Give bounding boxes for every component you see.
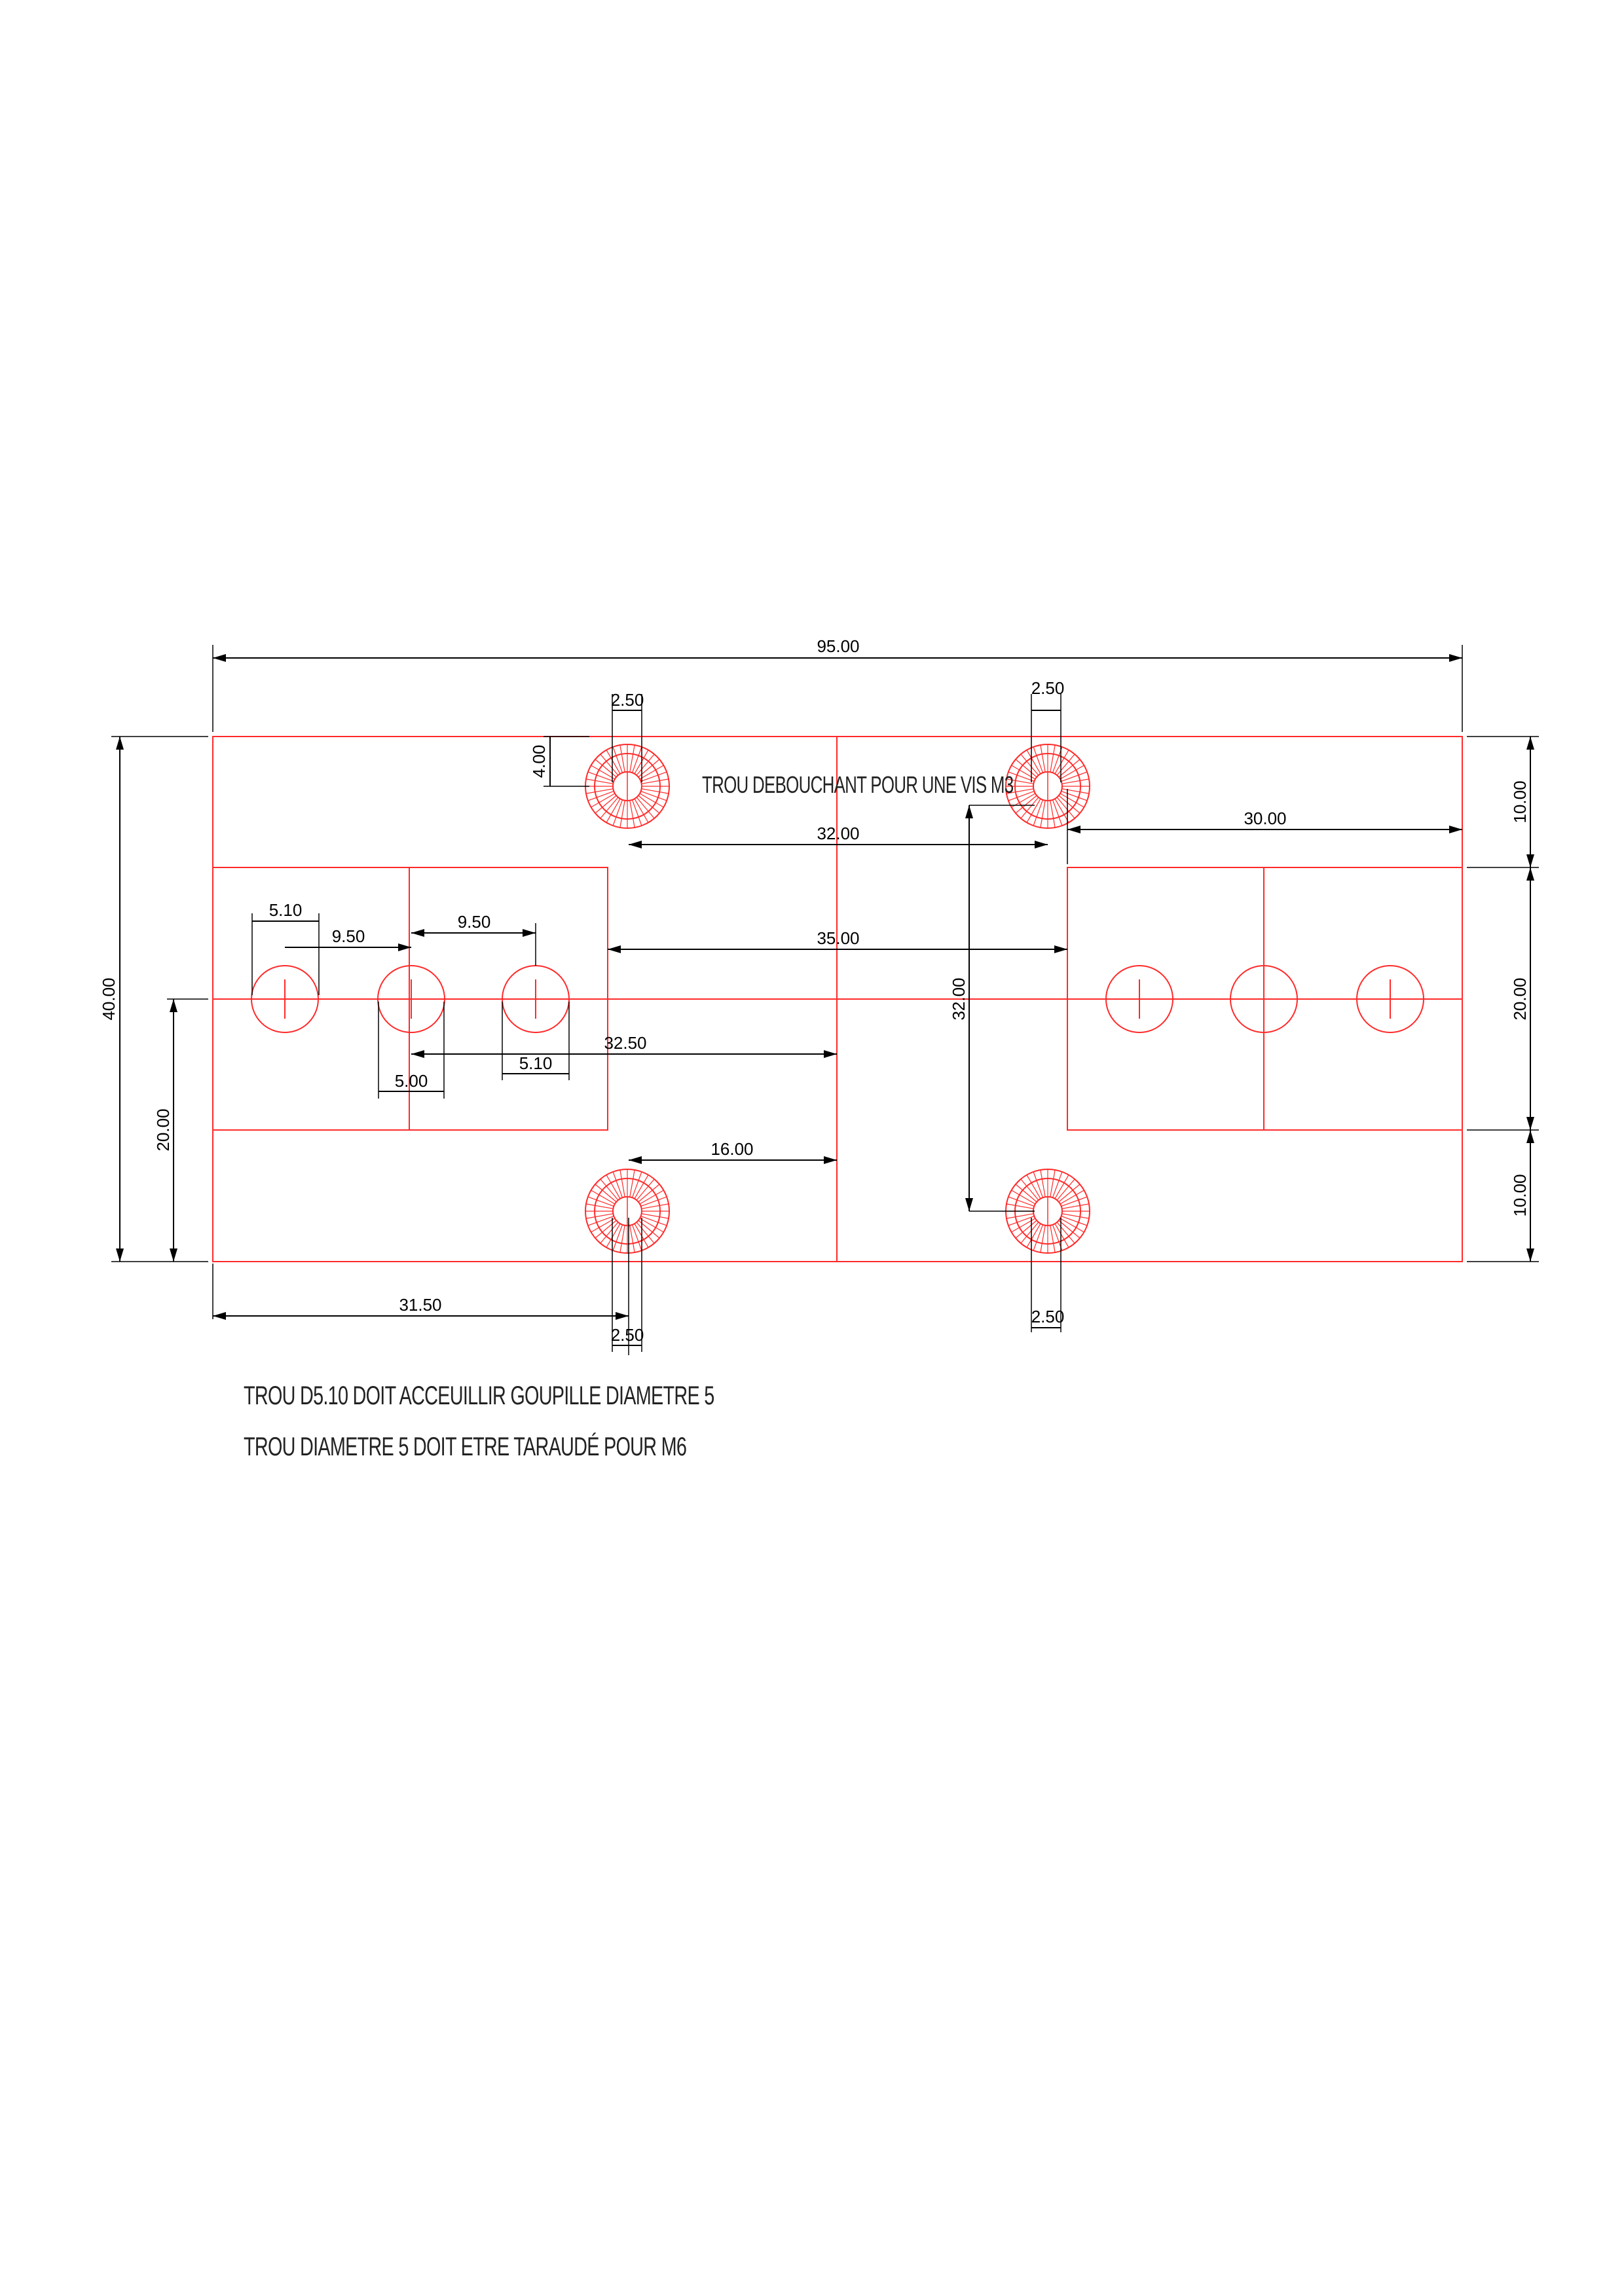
- label-overall-width: 95.00: [817, 636, 859, 656]
- label-top-holes-spacing: 32.00: [817, 824, 859, 843]
- label-inner-gap: 35.00: [817, 928, 859, 948]
- label-bottom-hole-left-dia: 2.50: [611, 1325, 644, 1345]
- label-right-offset: 30.00: [1244, 809, 1286, 828]
- label-top-hole-right-dia: 2.50: [1031, 678, 1065, 698]
- note-pin: TROU D5.10 DOIT ACCEUILLIR GOUPILLE DIAM…: [244, 1381, 714, 1410]
- left-pocket: [212, 867, 608, 1131]
- label-top-hole-offset: 4.00: [529, 745, 549, 778]
- dimension-labels: 95.00 40.00 20.00 10.00 20.00 10.00 2.50…: [99, 636, 1530, 1345]
- right-pin-holes: [1105, 965, 1424, 1033]
- dimension-lines: [111, 645, 1539, 1355]
- label-pitch-a: 9.50: [332, 926, 365, 946]
- label-overall-height: 40.00: [99, 977, 119, 1020]
- part-outline: [212, 736, 1463, 1262]
- label-hole-dia-5: 5.00: [395, 1071, 428, 1091]
- label-vertical-spacing: 32.00: [949, 977, 969, 1020]
- screw-hole: [1005, 744, 1090, 829]
- label-pin-dia-a: 5.10: [269, 900, 303, 920]
- screw-hole: [585, 1169, 670, 1254]
- label-pitch-b: 9.50: [458, 912, 491, 932]
- pin-hole: [377, 965, 445, 1033]
- label-mid-band: 20.00: [1510, 977, 1530, 1020]
- screw-holes: [585, 744, 1090, 1254]
- label-top-hole-left-dia: 2.50: [611, 690, 644, 710]
- label-left-to-hole: 31.50: [399, 1295, 441, 1315]
- note-through-hole: TROU DEBOUCHANT POUR UNE VIS M3: [702, 771, 1014, 798]
- screw-hole: [585, 744, 670, 829]
- label-bottom-hole-right-dia: 2.50: [1031, 1307, 1065, 1326]
- label-pin-dia-b: 5.10: [519, 1053, 553, 1073]
- pin-hole: [1356, 965, 1424, 1033]
- label-top-band: 10.00: [1510, 780, 1530, 823]
- pin-hole: [1230, 965, 1298, 1033]
- label-bottom-hole-offset: 16.00: [710, 1139, 753, 1159]
- label-bottom-band: 10.00: [1510, 1174, 1530, 1216]
- label-center-offset: 32.50: [604, 1033, 646, 1053]
- pin-hole: [1105, 965, 1173, 1033]
- note-tap: TROU DIAMETRE 5 DOIT ETRE TARAUDÉ POUR M…: [244, 1432, 687, 1461]
- pin-hole: [251, 965, 319, 1033]
- label-half-height: 20.00: [153, 1108, 173, 1151]
- right-pocket: [1067, 867, 1463, 1131]
